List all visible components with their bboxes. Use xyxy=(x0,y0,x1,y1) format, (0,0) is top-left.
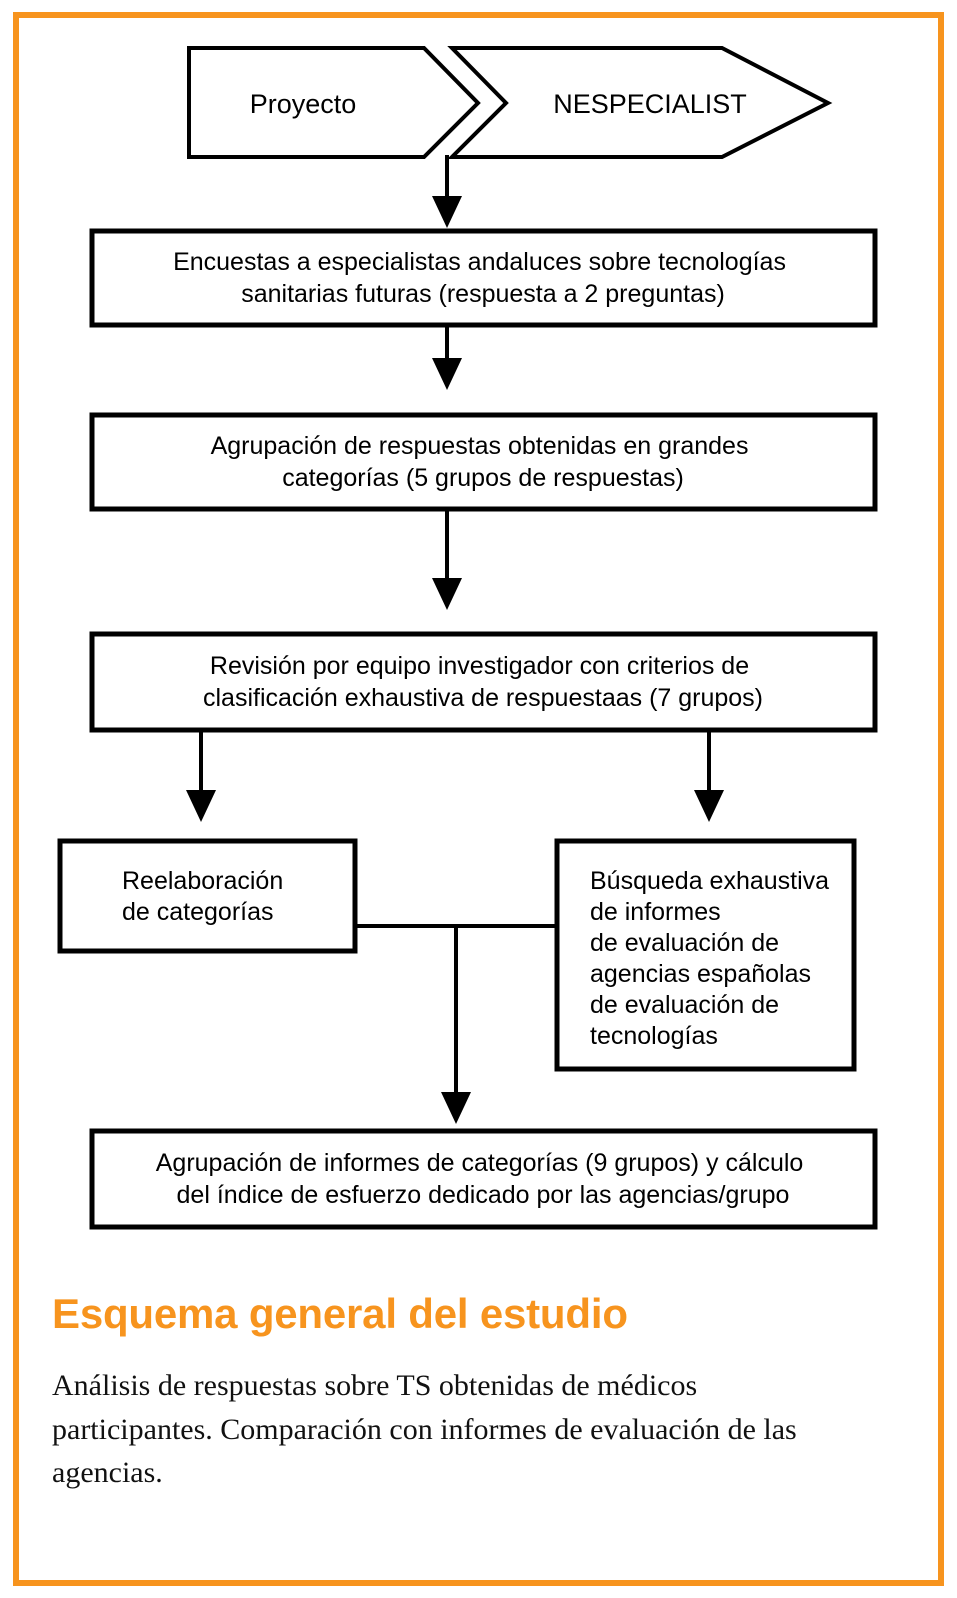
node-revision-equipo: Revisión por equipo investigador con cri… xyxy=(89,631,878,733)
node-encuestas: Encuestas a especialistas andaluces sobr… xyxy=(89,228,878,328)
flowchart-diagram: Proyecto NESPECIALIST Encuestas a especi… xyxy=(57,46,878,1230)
study-description: Análisis de respuestas sobre TS obtenida… xyxy=(52,1369,797,1490)
edge-revision-to-reelaboracion xyxy=(186,730,216,822)
node-agrupacion-informes: Agrupación de informes de categorías (9 … xyxy=(89,1128,878,1230)
edge-agrupacion-to-revision xyxy=(432,509,462,610)
chevron-nespecialist: NESPECIALIST xyxy=(447,46,833,159)
node-busqueda-label: Búsqueda exhaustiva de informes de evalu… xyxy=(590,867,836,1050)
chevron-nespecialist-label: NESPECIALIST xyxy=(553,89,747,119)
study-heading: Esquema general del estudio xyxy=(52,1290,628,1337)
edge-join-to-agrupacion-informes xyxy=(355,924,557,1124)
node-agrupacion-respuestas: Agrupación de respuestas obtenidas en gr… xyxy=(89,412,878,512)
caption-block: Esquema general del estudio Análisis de … xyxy=(52,1290,882,1495)
edge-revision-to-busqueda xyxy=(694,730,724,822)
node-agrupacion-informes-label: Agrupación de informes de categorías (9 … xyxy=(156,1149,811,1209)
chevron-proyecto: Proyecto xyxy=(187,46,481,159)
chevron-proyecto-label: Proyecto xyxy=(250,89,357,119)
edge-encuestas-to-agrupacion xyxy=(432,325,462,390)
node-encuestas-label: Encuestas a especialistas andaluces sobr… xyxy=(173,248,793,308)
node-revision-equipo-label: Revisión por equipo investigador con cri… xyxy=(203,652,763,712)
node-busqueda: Búsqueda exhaustiva de informes de evalu… xyxy=(554,838,857,1072)
node-agrupacion-respuestas-label: Agrupación de respuestas obtenidas en gr… xyxy=(211,432,756,492)
node-reelaboracion: Reelaboración de categorías xyxy=(57,838,358,954)
node-reelaboracion-label: Reelaboración de categorías xyxy=(122,867,290,926)
edge-nespecialist-to-encuestas xyxy=(432,155,462,228)
